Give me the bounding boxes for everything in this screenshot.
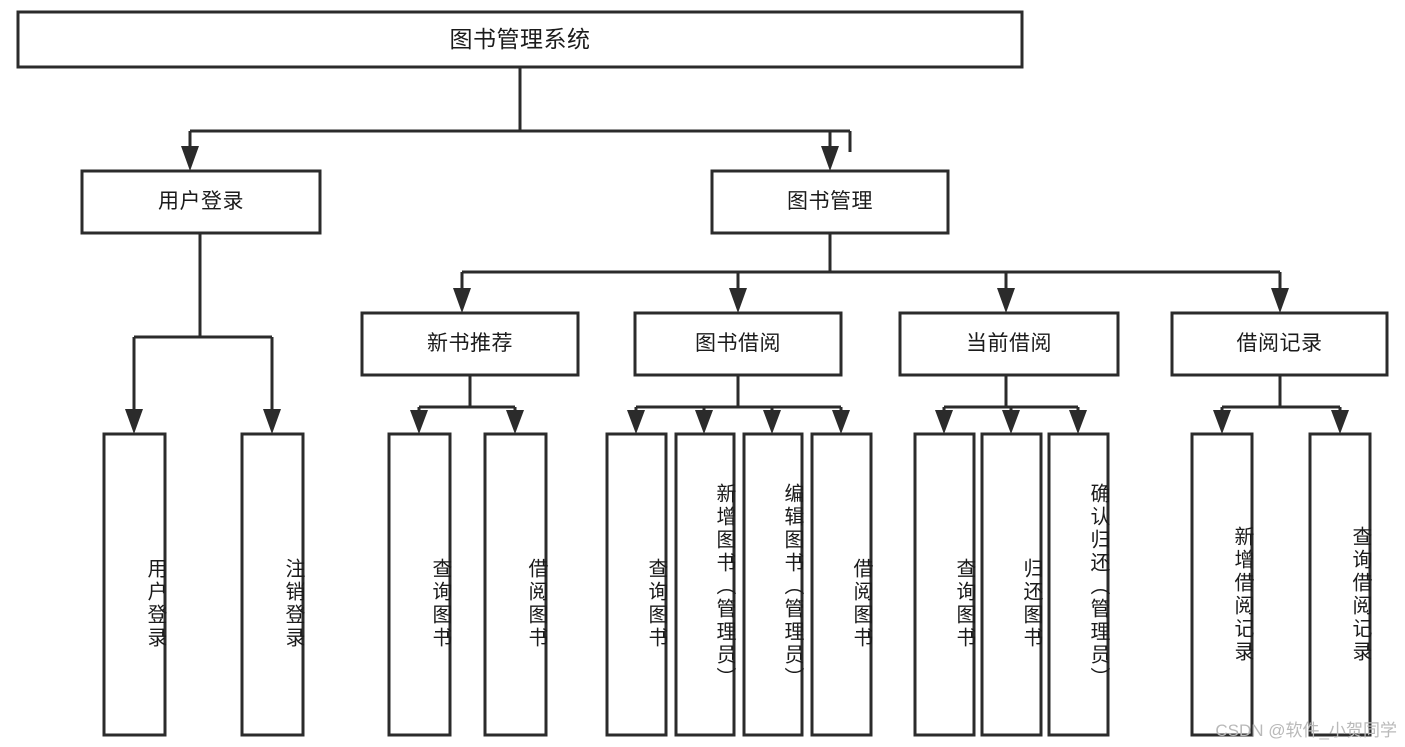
connector-record-to-leaves	[1213, 375, 1349, 434]
node-borrow-record-box[interactable]	[1170, 311, 1389, 377]
leaf-record-0-box[interactable]	[1190, 432, 1254, 737]
leaf-user-login-1-box[interactable]	[240, 432, 305, 737]
leaf-current-1-box[interactable]	[980, 432, 1043, 737]
leaf-borrow-1-box[interactable]	[674, 432, 736, 737]
node-root-box[interactable]	[16, 10, 1024, 69]
connector-current-to-leaves	[935, 375, 1087, 434]
node-new-book-recommend-box[interactable]	[360, 311, 580, 377]
node-book-management-box[interactable]	[710, 169, 950, 235]
leaf-borrow-0-box[interactable]	[605, 432, 668, 737]
connector-bookmgmt-to-level3	[453, 233, 1289, 313]
leaf-new-book-0-box[interactable]	[387, 432, 452, 737]
leaf-record-1-box[interactable]	[1308, 432, 1372, 737]
connector-userlogin-to-leaves	[125, 233, 281, 434]
node-user-login-box[interactable]	[80, 169, 322, 235]
leaf-current-2-box[interactable]	[1047, 432, 1110, 737]
leaf-borrow-2-box[interactable]	[742, 432, 804, 737]
leaf-user-login-0-box[interactable]	[102, 432, 167, 737]
node-current-borrow-box[interactable]	[898, 311, 1120, 377]
node-book-borrow-box[interactable]	[633, 311, 843, 377]
connector-root-to-level2	[181, 67, 852, 171]
connector-borrow-to-leaves	[627, 375, 850, 434]
connector-newbook-to-leaves	[410, 375, 524, 434]
leaf-new-book-1-box[interactable]	[483, 432, 548, 737]
leaf-borrow-3-box[interactable]	[810, 432, 873, 737]
leaf-current-0-box[interactable]	[913, 432, 976, 737]
